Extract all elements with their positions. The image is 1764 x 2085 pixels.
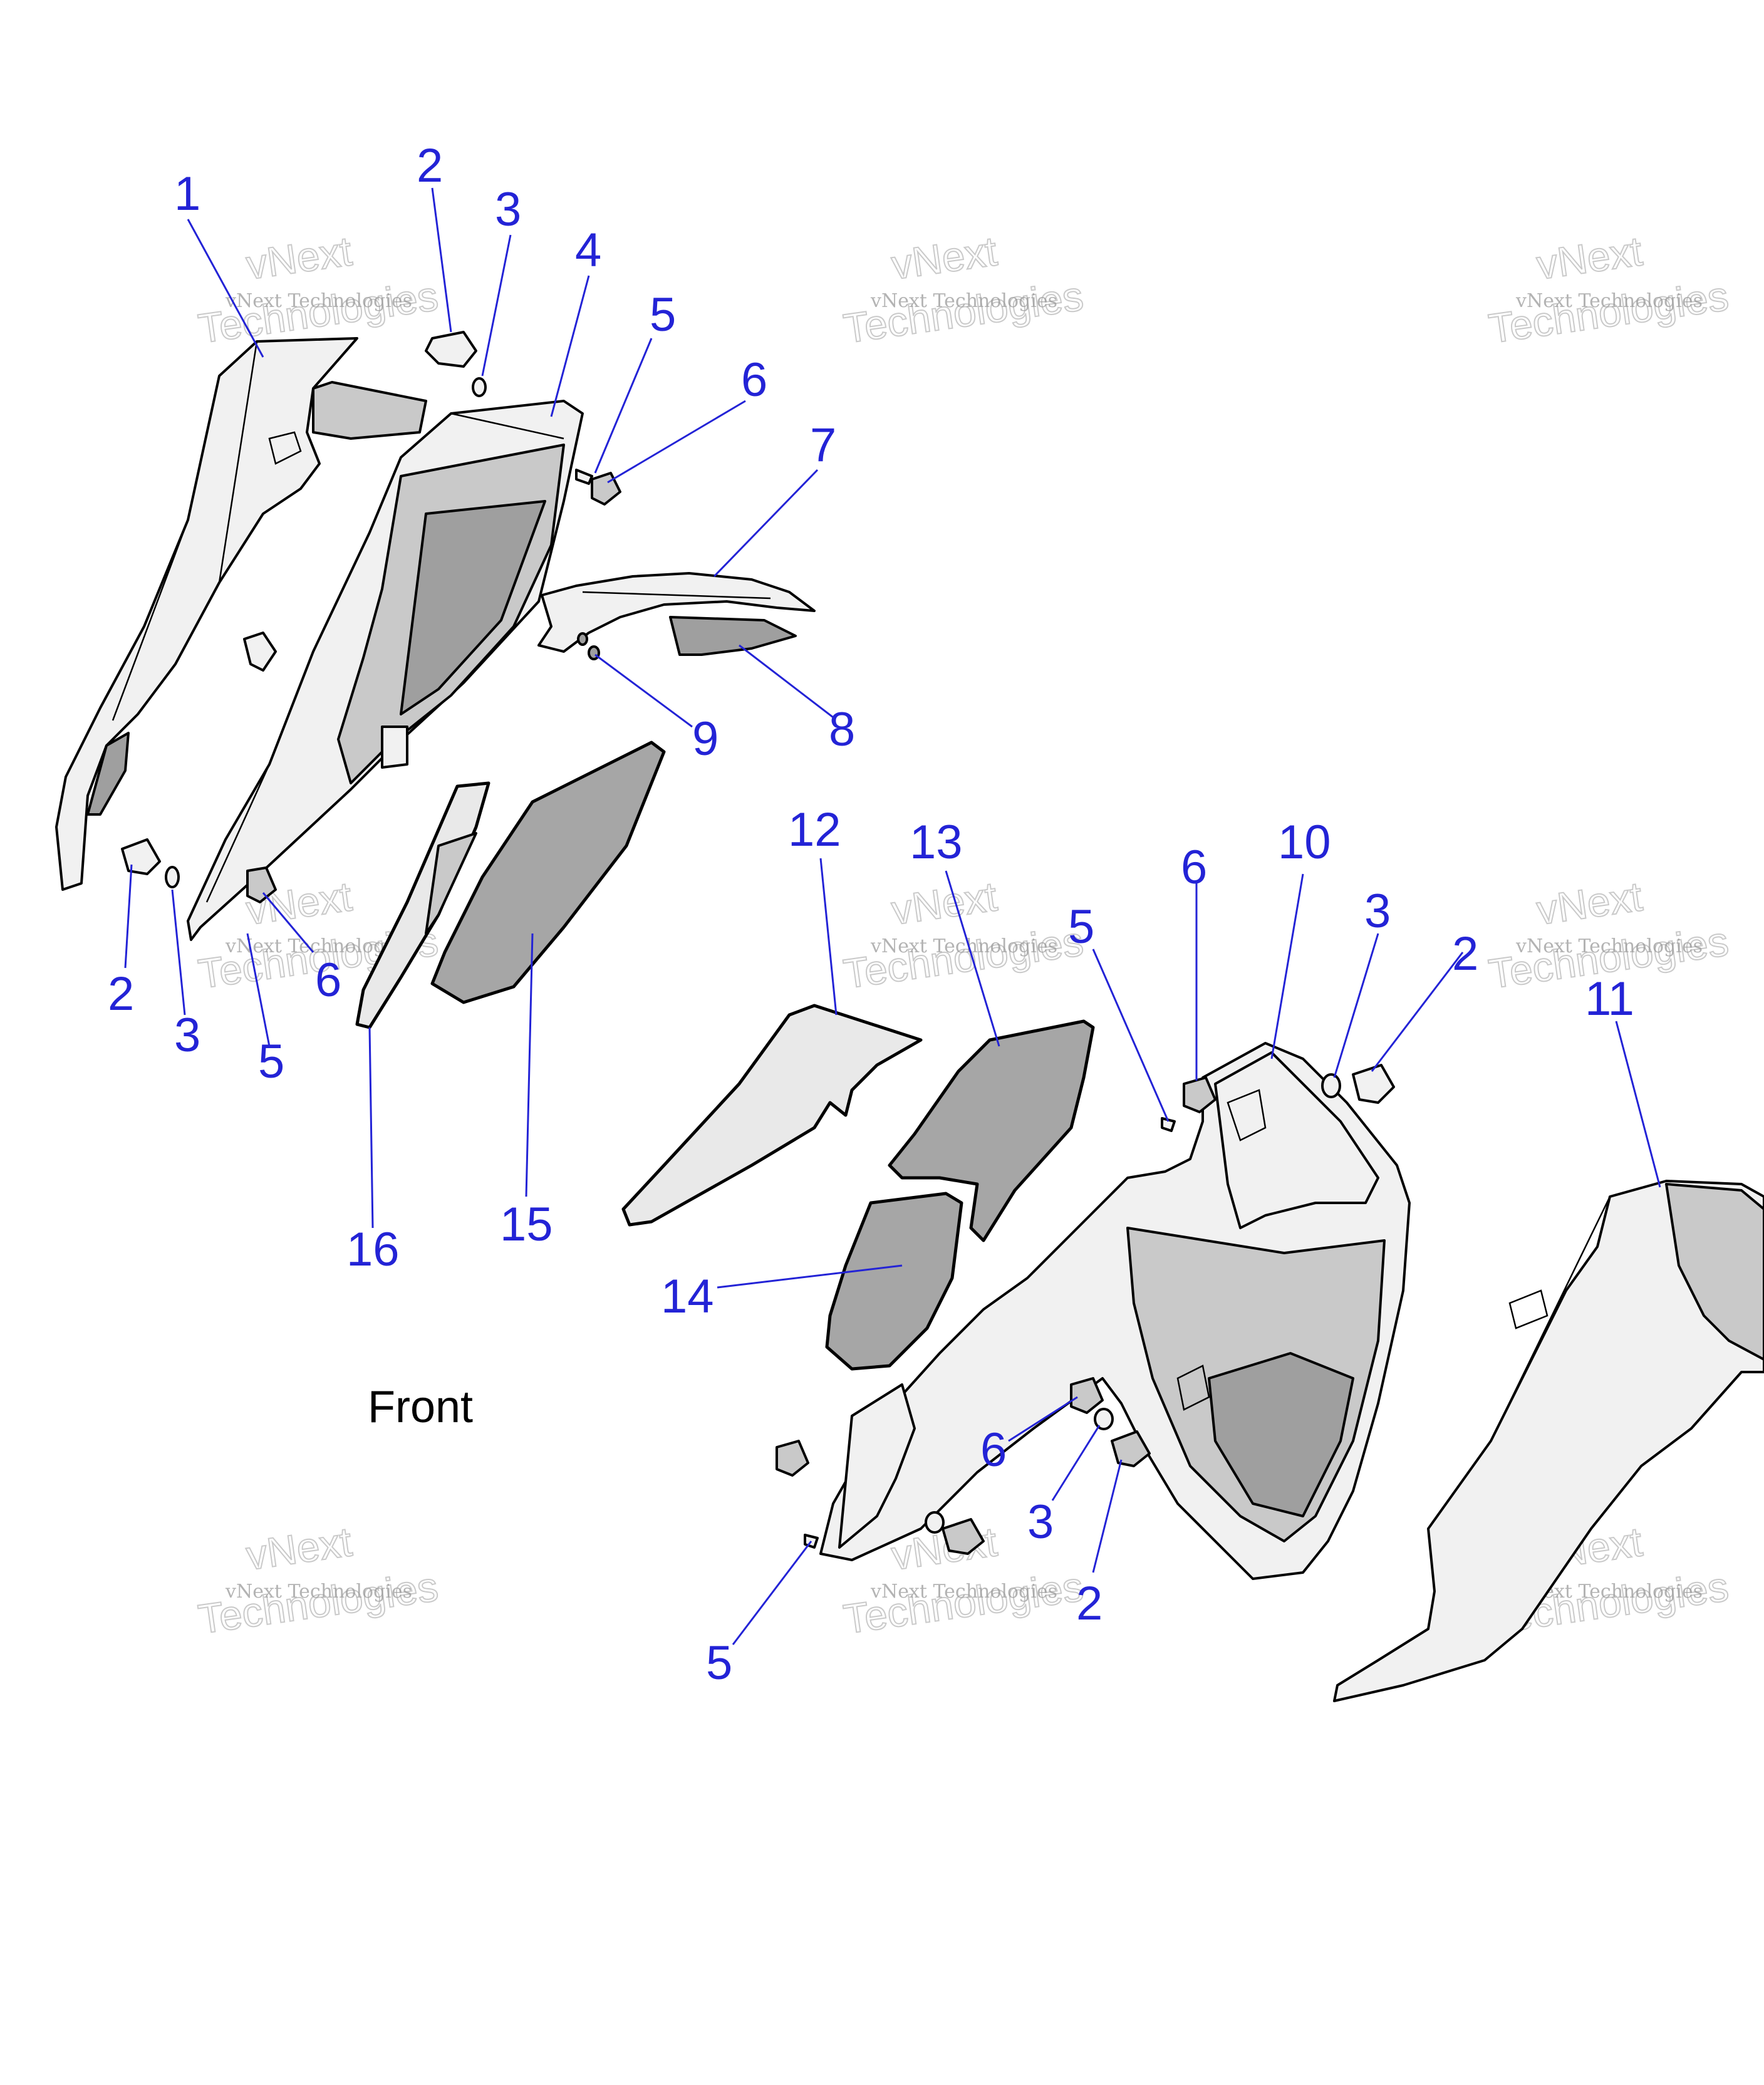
callout-11: 11 xyxy=(1585,972,1634,1026)
callout-5: 5 xyxy=(706,1636,732,1690)
foam-pad-13 xyxy=(888,1019,1095,1242)
watermark: vNext Technologies vNext Technologies xyxy=(840,872,1087,997)
side-trim-7 xyxy=(537,572,816,653)
grommet-3-top xyxy=(472,377,487,397)
callout-1: 1 xyxy=(174,167,200,221)
callout-5: 5 xyxy=(1068,900,1094,954)
screw-5-right-top xyxy=(1161,1117,1176,1132)
callout-5: 5 xyxy=(650,288,676,341)
callout-13: 13 xyxy=(910,816,963,869)
side-trim-8 xyxy=(669,616,797,656)
clip-2-left xyxy=(121,838,161,875)
callout-10: 10 xyxy=(1278,816,1331,869)
callout-15: 15 xyxy=(500,1198,553,1251)
svg-text:vNext Technologies: vNext Technologies xyxy=(225,290,412,312)
svg-text:vNext: vNext xyxy=(889,873,1000,933)
left-inner-panel xyxy=(187,400,584,941)
grommet-3-right-top xyxy=(1321,1073,1341,1098)
callout-labels: 1 2 3 4 5 6 7 8 9 2 3 6 5 16 15 12 13 14… xyxy=(108,139,1634,1690)
clip-2-top xyxy=(425,331,477,368)
callout-2: 2 xyxy=(1452,927,1478,980)
watermark: vNext Technologies vNext Technologies xyxy=(195,1517,442,1643)
clip-2-mid xyxy=(1111,1430,1151,1467)
svg-text:vNext: vNext xyxy=(1534,227,1645,288)
callout-8: 8 xyxy=(829,703,855,756)
foam-pad-12 xyxy=(621,1004,923,1227)
callout-3: 3 xyxy=(1027,1495,1054,1549)
svg-text:vNext Technologies: vNext Technologies xyxy=(1515,935,1703,957)
foam-pad-15 xyxy=(430,741,666,1004)
callout-9: 9 xyxy=(692,712,719,766)
svg-text:Technologies: Technologies xyxy=(841,1563,1086,1643)
leader-lines xyxy=(124,187,1661,1645)
callout-3: 3 xyxy=(1364,885,1391,938)
callout-2: 2 xyxy=(108,967,134,1021)
watermark: vNext Technologies vNext Technologies xyxy=(1485,227,1732,352)
svg-text:Technologies: Technologies xyxy=(841,273,1086,352)
callout-2: 2 xyxy=(417,139,443,192)
callout-6: 6 xyxy=(1181,841,1207,894)
callout-2: 2 xyxy=(1076,1577,1102,1630)
svg-text:vNext Technologies: vNext Technologies xyxy=(870,290,1057,312)
svg-text:vNext Technologies: vNext Technologies xyxy=(870,1581,1057,1603)
nut-6-left xyxy=(246,866,277,903)
right-side-panel xyxy=(1333,1180,1764,1702)
svg-text:vNext Technologies: vNext Technologies xyxy=(225,1581,412,1603)
clip-center xyxy=(243,632,277,672)
orientation-label: Front xyxy=(368,1382,473,1432)
callout-5: 5 xyxy=(258,1035,284,1088)
svg-text:vNext Technologies: vNext Technologies xyxy=(870,935,1057,957)
nut-bottom-left xyxy=(776,1440,809,1477)
watermark: vNext Technologies vNext Technologies xyxy=(195,227,442,352)
callout-16: 16 xyxy=(346,1223,400,1276)
nut-6-top xyxy=(591,472,621,506)
callout-14: 14 xyxy=(661,1270,714,1323)
callout-3: 3 xyxy=(174,1009,200,1062)
callout-6: 6 xyxy=(980,1423,1007,1477)
svg-text:vNext: vNext xyxy=(889,227,1000,288)
nut-6-right-top xyxy=(1183,1076,1217,1113)
grommet-9b xyxy=(577,632,588,646)
callout-7: 7 xyxy=(810,419,836,472)
clip-bottom xyxy=(942,1518,985,1555)
callout-6: 6 xyxy=(741,353,767,407)
svg-text:Technologies: Technologies xyxy=(1486,273,1731,352)
nut-6-mid xyxy=(1070,1377,1104,1414)
svg-text:vNext: vNext xyxy=(244,1518,355,1579)
grommet-bottom xyxy=(925,1511,945,1534)
svg-text:vNext: vNext xyxy=(244,227,355,288)
grommet-3-left xyxy=(165,866,180,888)
svg-text:vNext Technologies: vNext Technologies xyxy=(1515,290,1703,312)
grommet-3-mid xyxy=(1094,1408,1114,1430)
left-side-panel xyxy=(55,337,427,891)
trim-strip-16 xyxy=(355,781,490,1029)
right-inner-panel xyxy=(819,1042,1411,1580)
callout-3: 3 xyxy=(495,183,521,236)
watermark: vNext Technologies vNext Technologies xyxy=(840,227,1087,352)
callout-4: 4 xyxy=(575,224,601,277)
callout-12: 12 xyxy=(788,803,841,856)
screw-5-top xyxy=(575,469,593,485)
svg-text:Technologies: Technologies xyxy=(195,1563,441,1643)
svg-text:vNext: vNext xyxy=(1534,873,1645,933)
callout-6: 6 xyxy=(315,954,341,1007)
foam-pad-14 xyxy=(825,1192,963,1371)
